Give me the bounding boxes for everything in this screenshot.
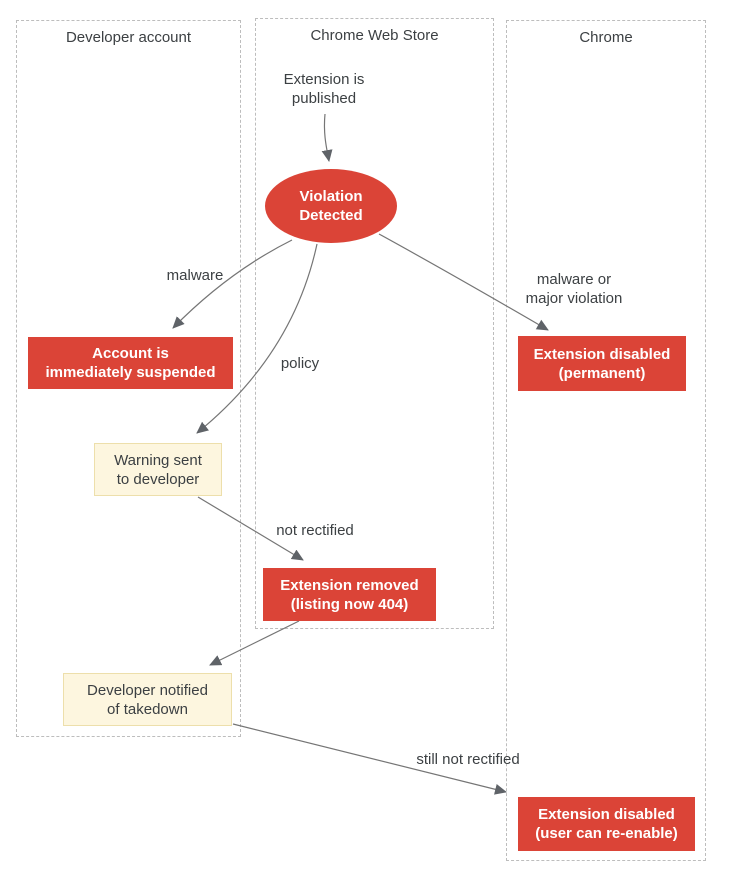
node-extension-removed-line1: Extension removed	[280, 576, 419, 594]
node-account-suspended-line2: immediately suspended	[45, 364, 216, 381]
node-extension-disabled-permanent-line2: (permanent)	[558, 364, 646, 382]
node-violation-detected: Violation Detected	[265, 169, 397, 243]
node-warning-sent-line1: Warning sent	[114, 451, 202, 469]
lane-title-developer-account: Developer account	[65, 29, 192, 46]
edge-label-malware-or-major-violation: malware or major violation	[512, 270, 636, 308]
node-violation-detected-line2: Detected	[299, 207, 363, 224]
edge-label-policy: policy	[280, 355, 320, 372]
node-account-suspended-line1: Account is	[92, 345, 169, 362]
node-extension-published: Extension is published	[254, 69, 394, 109]
lane-title-chrome-web-store: Chrome Web Store	[310, 27, 439, 44]
lane-chrome: Chrome	[506, 20, 706, 861]
node-extension-published-line2: published	[291, 90, 357, 107]
node-extension-disabled-permanent-line1: Extension disabled	[533, 345, 671, 363]
node-extension-disabled-reenable: Extension disabled (user can re-enable)	[518, 797, 695, 851]
lane-title-chrome: Chrome	[579, 29, 633, 46]
edge-label-not-rectified: not rectified	[276, 522, 354, 539]
node-extension-disabled-reenable-line2: (user can re-enable)	[535, 825, 678, 842]
node-extension-disabled-permanent: Extension disabled (permanent)	[518, 336, 686, 391]
node-extension-removed-line2: (listing now 404)	[290, 595, 409, 613]
edge-label-malware: malware	[166, 267, 224, 284]
node-extension-published-line1: Extension is	[283, 71, 365, 88]
edge-label-malware-or-major-violation-line1: malware or	[536, 271, 612, 288]
node-extension-removed: Extension removed (listing now 404)	[263, 568, 436, 621]
node-developer-notified-line2: of takedown	[107, 700, 188, 718]
node-account-suspended: Account is immediately suspended	[28, 337, 233, 389]
node-extension-disabled-reenable-line1: Extension disabled	[538, 806, 675, 823]
node-developer-notified-line1: Developer notified	[87, 681, 208, 699]
node-warning-sent-line2: to developer	[116, 470, 200, 488]
node-developer-notified: Developer notified of takedown	[63, 673, 232, 726]
node-warning-sent: Warning sent to developer	[94, 443, 222, 496]
node-violation-detected-line1: Violation	[299, 188, 363, 205]
edge-label-malware-or-major-violation-line2: major violation	[525, 290, 623, 307]
edge-label-still-not-rectified: still not rectified	[416, 751, 520, 768]
